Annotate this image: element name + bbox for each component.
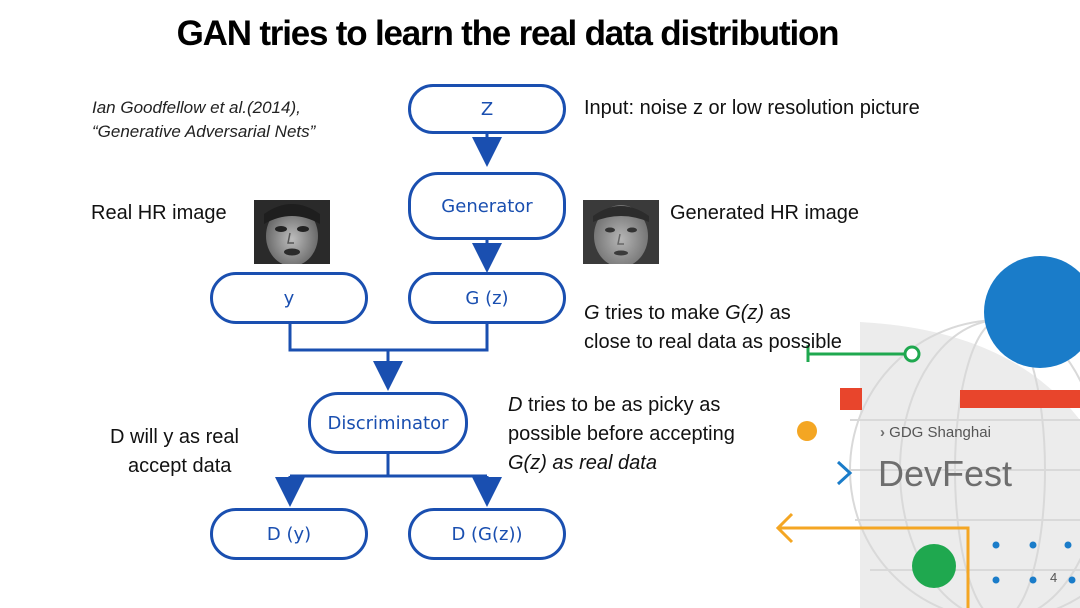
real-y-node: y xyxy=(210,272,368,324)
input-note: Input: noise z or low resolution picture xyxy=(584,97,920,119)
g-note-line-1: G tries to make G(z) as xyxy=(584,302,791,324)
real-hr-label: Real HR image xyxy=(91,202,227,224)
chevron-right-icon xyxy=(836,460,853,486)
gdg-chevron-icon: › xyxy=(880,424,885,441)
generator-node: Generator xyxy=(408,172,566,240)
decor-dot-grid xyxy=(992,541,1076,584)
g-symbol: G xyxy=(584,302,600,324)
decor-green-circle xyxy=(912,544,956,588)
decor-yellow-dot xyxy=(797,421,817,441)
discriminator-node: Discriminator xyxy=(308,392,468,454)
g-note-line-2: close to real data as possible xyxy=(584,331,842,353)
decor-blue-circle xyxy=(984,256,1080,368)
left-note-line-1: D will y as real xyxy=(110,426,239,448)
generated-gz-node: G (z) xyxy=(408,272,566,324)
citation-line-2: “Generative Adversarial Nets” xyxy=(92,122,316,141)
arrow-left-icon xyxy=(775,512,794,544)
citation-line-1: Ian Goodfellow et al.(2014), xyxy=(92,98,301,117)
page-number: 4 xyxy=(1050,570,1058,585)
generated-face-image xyxy=(583,200,659,264)
real-face-image xyxy=(254,200,330,264)
merge-connector xyxy=(288,324,489,352)
d-note-line-2: possible before accepting xyxy=(508,423,735,445)
d-of-y-node: D (y) xyxy=(210,508,368,560)
decor-red-bar xyxy=(960,390,1080,408)
gdg-shanghai-logo: › GDG Shanghai xyxy=(880,424,991,441)
noise-z-node: Z xyxy=(408,84,566,134)
generated-hr-label: Generated HR image xyxy=(670,202,859,224)
d-note-line-1: D tries to be as picky as xyxy=(508,394,721,416)
decor-red-square xyxy=(840,388,862,410)
left-note-line-2: accept data xyxy=(128,455,232,477)
decor-green-ring xyxy=(903,345,921,363)
gz-symbol: G(z) xyxy=(725,302,765,324)
decor-yellow-arrow-line xyxy=(778,526,970,608)
d-of-gz-node: D (G(z)) xyxy=(408,508,566,560)
d-note-line-3: G(z) as real data xyxy=(508,452,657,474)
devfest-logo: DevFest xyxy=(878,453,1013,494)
d-symbol: D xyxy=(508,394,523,416)
devfest-decor xyxy=(775,256,1080,608)
slide-title: GAN tries to learn the real data distrib… xyxy=(176,14,840,53)
